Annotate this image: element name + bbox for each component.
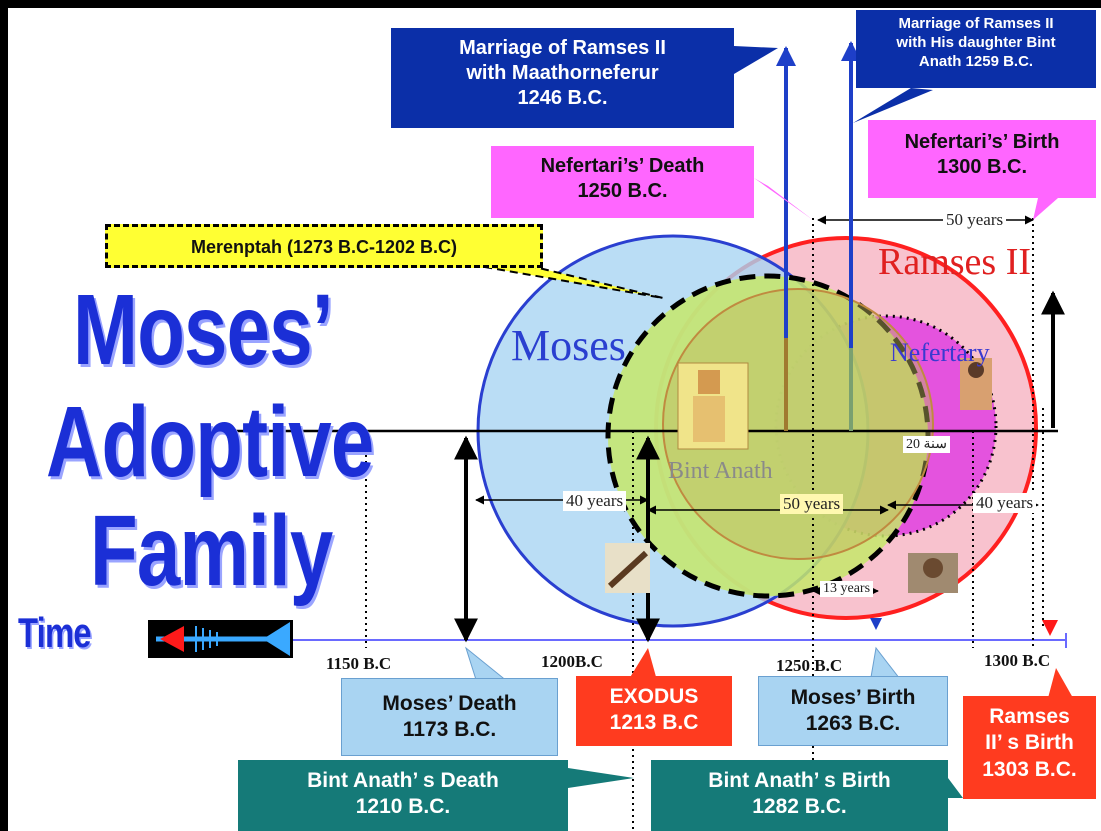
bint-anath-circle-label: Bint Anath [668, 458, 773, 484]
mummy-icon [605, 543, 650, 593]
arabic-span-label: 20 سنة [903, 436, 950, 453]
tick-1200: 1200B.C [541, 652, 603, 671]
top-50-years-label: 50 years [943, 210, 1007, 230]
bint-anath-circle [662, 288, 934, 560]
moses-40-years-label: 40 years [563, 491, 627, 511]
title-line-3: Family [90, 495, 333, 607]
portrait-icon [677, 362, 749, 450]
nefertary-40-years-label: 40 years [973, 493, 1037, 513]
ramses-portrait-icon [908, 553, 958, 593]
timeline-graphics [148, 41, 1073, 831]
ramses-circle-label: Ramses II [878, 241, 1032, 283]
moses-circle-label: Moses [511, 321, 626, 370]
title-line-2: Adoptive [46, 386, 374, 498]
nefertary-portrait-icon [960, 358, 992, 410]
diagram-canvas: Moses’ Adoptive Family Time Moses Ramses… [8, 8, 1101, 831]
nefertary-circle-label: Nefertary [890, 338, 990, 367]
title-line-1: Moses’ [73, 274, 334, 386]
bint-50-years-label: 50 years [780, 494, 844, 514]
time-arrow-icon [148, 620, 293, 658]
time-label: Time [18, 609, 92, 656]
tick-1300: 1300 B.C [984, 651, 1051, 670]
merenptah-callout: Merenptah (1273 B.C-1202 B.C) [105, 224, 543, 268]
thirteen-years-label: 13 years [820, 581, 874, 597]
tick-1150: 1150 B.C [326, 654, 392, 673]
tick-1250: 1250 B.C [776, 656, 843, 675]
